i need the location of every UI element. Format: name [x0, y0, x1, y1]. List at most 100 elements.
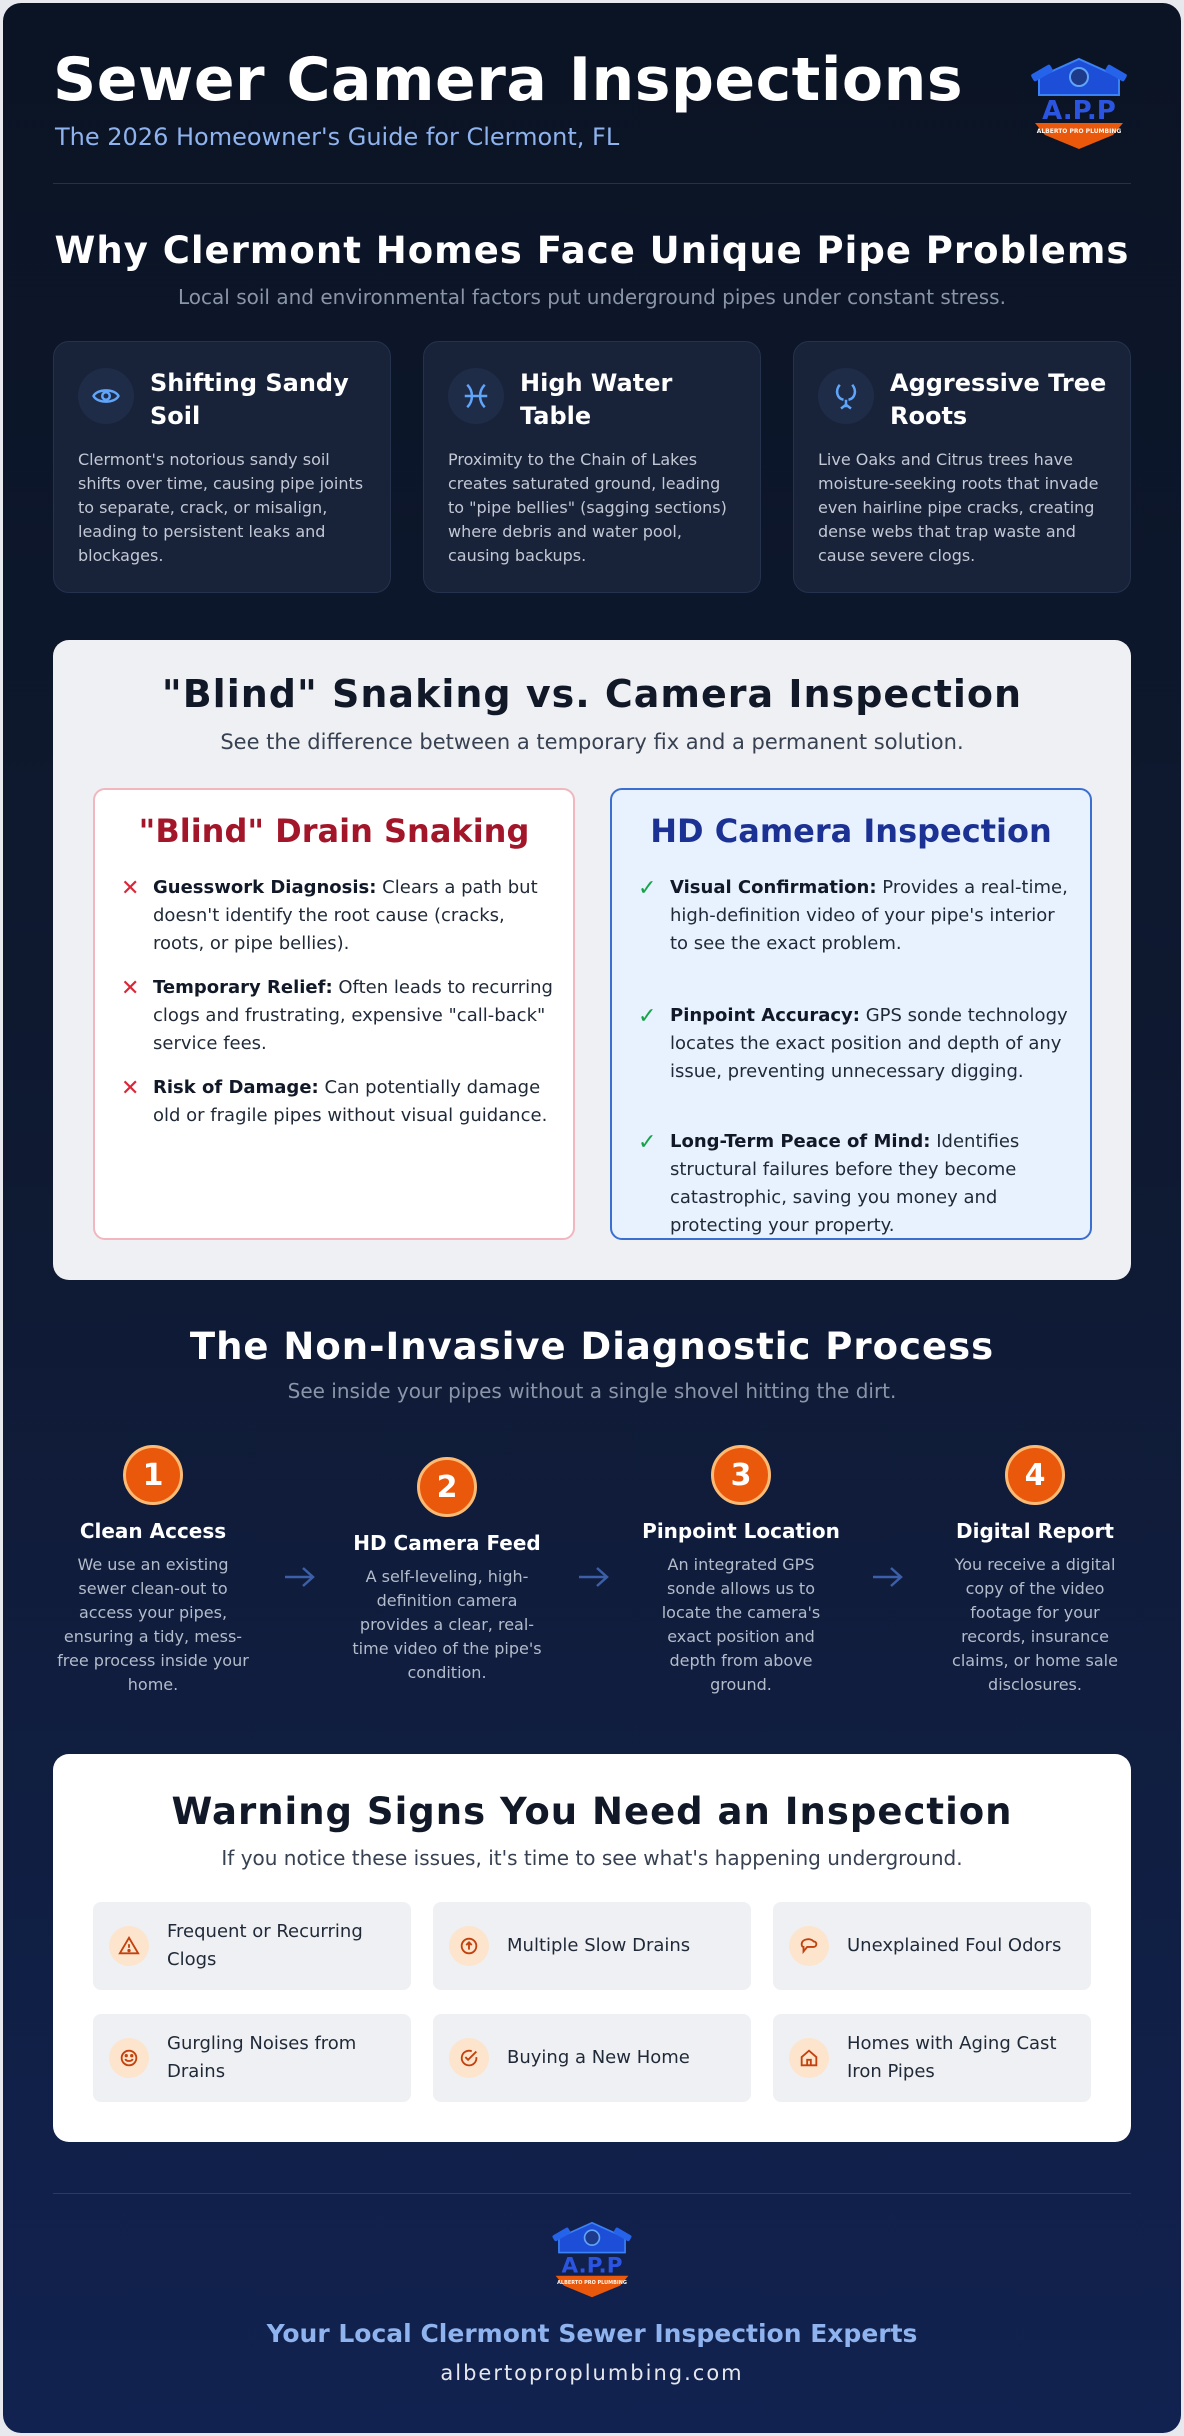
water-level-icon [448, 368, 504, 424]
warning-item: Gurgling Noises from Drains [93, 2014, 411, 2102]
footer-logo-text: A.P.P [562, 2253, 623, 2278]
footer-tagline: Your Local Clermont Sewer Inspection Exp… [266, 2319, 918, 2348]
comparison-panel: "Blind" Snaking vs. Camera Inspection Se… [53, 640, 1131, 1280]
step-number: 1 [123, 1445, 183, 1505]
warning-signs-panel: Warning Signs You Need an Inspection If … [53, 1754, 1131, 2142]
logo-text: A.P.P [1042, 96, 1116, 126]
footer-website-link[interactable]: albertoproplumbing.com [440, 2361, 744, 2385]
camera-inspection-column: HD Camera Inspection ✓ Visual Confirmati… [610, 788, 1092, 1240]
step-title: Digital Report [956, 1519, 1114, 1543]
warning-triangle-icon [109, 1926, 149, 1966]
blind-item-label: Temporary Relief: [153, 977, 333, 998]
blind-snaking-title: "Blind" Drain Snaking [138, 812, 530, 850]
process-step: 4 Digital Report You receive a digital c… [935, 1445, 1135, 1697]
step-title: Pinpoint Location [642, 1519, 840, 1543]
factor-card-tree-roots: Aggressive Tree Roots Live Oaks and Citr… [793, 341, 1131, 593]
step-body: We use an existing sewer clean-out to ac… [57, 1555, 249, 1694]
footer-logo-tagline: ALBERTO PRO PLUMBING [557, 2280, 627, 2286]
factor-card-body: Proximity to the Chain of Lakes creates … [448, 450, 727, 565]
factor-card-title: Aggressive Tree Roots [890, 369, 1107, 430]
page-subtitle: The 2026 Homeowner's Guide for Clermont,… [55, 123, 620, 151]
warning-item: Homes with Aging Cast Iron Pipes [773, 2014, 1091, 2102]
cross-icon: ✕ [121, 1076, 140, 1101]
camera-item: ✓ Visual Confirmation: Provides a real-t… [638, 874, 1070, 958]
warning-item-text: Gurgling Noises from Drains [167, 2033, 357, 2082]
blind-item: ✕ Temporary Relief: Often leads to recur… [121, 974, 553, 1058]
step-title: Clean Access [79, 1519, 227, 1543]
warnings-subheading: If you notice these issues, it's time to… [221, 1846, 963, 1870]
home-icon [789, 2038, 829, 2078]
cross-icon: ✕ [121, 976, 140, 1001]
camera-item-label: Pinpoint Accuracy: [670, 1005, 860, 1026]
process-heading: The Non-Invasive Diagnostic Process [189, 1325, 995, 1368]
blind-item-text: Clears a path but doesn't identify the r… [153, 877, 538, 954]
eye-icon [78, 368, 134, 424]
check-circle-icon [449, 2038, 489, 2078]
blind-item-text: Can potentially damage old or fragile pi… [153, 1077, 548, 1126]
factor-card-body: Clermont's notorious sandy soil shifts o… [78, 450, 364, 565]
factor-card-body: Live Oaks and Citrus trees have moisture… [818, 450, 1099, 565]
warning-item: Unexplained Foul Odors [773, 1902, 1091, 1990]
step-number: 4 [1005, 1445, 1065, 1505]
blind-item-label: Risk of Damage: [153, 1077, 319, 1098]
warning-item-text: Frequent or Recurring Clogs [167, 1921, 363, 1970]
check-icon: ✓ [638, 1130, 657, 1155]
step-body: You receive a digital copy of the video … [952, 1555, 1118, 1694]
footer-logo: A.P.P ALBERTO PRO PLUMBING [552, 2221, 632, 2298]
camera-item-label: Visual Confirmation: [670, 877, 877, 898]
step-body: A self-leveling, high-definition camera … [352, 1567, 542, 1682]
factor-card-water-table: High Water Table Proximity to the Chain … [423, 341, 761, 593]
step-number: 3 [711, 1445, 771, 1505]
factors-heading: Why Clermont Homes Face Unique Pipe Prob… [54, 229, 1130, 272]
process-step: 1 Clean Access We use an existing sewer … [53, 1445, 253, 1697]
warning-item: Buying a New Home [433, 2014, 751, 2102]
warning-item: Frequent or Recurring Clogs [93, 1902, 411, 1990]
step-title: HD Camera Feed [353, 1531, 541, 1555]
warning-item-text: Unexplained Foul Odors [847, 1935, 1062, 1956]
odor-icon [789, 1926, 829, 1966]
camera-item-text: Provides a real-time, high-definition vi… [670, 877, 1068, 954]
camera-item-text: Identifies structural failures before th… [670, 1131, 1020, 1236]
comparison-heading: "Blind" Snaking vs. Camera Inspection [161, 672, 1023, 716]
step-body: An integrated GPS sonde allows us to loc… [661, 1555, 821, 1694]
comparison-subheading: See the difference between a temporary f… [220, 730, 964, 754]
cross-icon: ✕ [121, 876, 140, 901]
blind-item: ✕ Guesswork Diagnosis: Clears a path but… [121, 874, 553, 958]
camera-item: ✓ Long-Term Peace of Mind: Identifies st… [638, 1128, 1070, 1240]
camera-item-text: GPS sonde technology locates the exact p… [670, 1005, 1068, 1082]
arrow-right-icon [579, 1567, 609, 1587]
company-logo: A.P.P ALBERTO PRO PLUMBING [1031, 57, 1127, 149]
factor-card-title: Shifting Sandy Soil [150, 369, 349, 430]
warning-item-text: Multiple Slow Drains [507, 1935, 691, 1956]
check-icon: ✓ [638, 1004, 657, 1029]
blind-snaking-column: "Blind" Drain Snaking ✕ Guesswork Diagno… [93, 788, 575, 1240]
logo-tagline: ALBERTO PRO PLUMBING [1037, 128, 1122, 135]
camera-item: ✓ Pinpoint Accuracy: GPS sonde technolog… [638, 1002, 1070, 1086]
warning-item-text: Buying a New Home [507, 2047, 690, 2068]
warning-item: Multiple Slow Drains [433, 1902, 751, 1990]
blind-item-text: Often leads to recurring clogs and frust… [153, 977, 553, 1054]
header-divider [53, 183, 1131, 184]
warnings-heading: Warning Signs You Need an Inspection [171, 1790, 1013, 1833]
process-subheading: See inside your pipes without a single s… [287, 1379, 897, 1403]
gurgle-icon [109, 2038, 149, 2078]
arrow-right-icon [873, 1567, 903, 1587]
blind-item-label: Guesswork Diagnosis: [153, 877, 377, 898]
infographic: Sewer Camera Inspections The 2026 Homeow… [3, 3, 1181, 2433]
process-step: 3 Pinpoint Location An integrated GPS so… [641, 1445, 841, 1697]
arrow-right-icon [285, 1567, 315, 1587]
page-title: Sewer Camera Inspections [53, 45, 964, 115]
blind-item: ✕ Risk of Damage: Can potentially damage… [121, 1074, 553, 1130]
factor-card-title: High Water Table [520, 369, 673, 430]
factors-subheading: Local soil and environmental factors put… [178, 285, 1006, 309]
process-step: 2 HD Camera Feed A self-leveling, high-d… [347, 1457, 547, 1685]
camera-item-label: Long-Term Peace of Mind: [670, 1131, 931, 1152]
step-number: 2 [417, 1457, 477, 1517]
camera-inspection-title: HD Camera Inspection [650, 812, 1052, 850]
footer-divider [53, 2193, 1131, 2194]
warning-item-text: Homes with Aging Cast Iron Pipes [847, 2033, 1057, 2082]
factor-card-sandy-soil: Shifting Sandy Soil Clermont's notorious… [53, 341, 391, 593]
check-icon: ✓ [638, 876, 657, 901]
slow-drain-icon [449, 1926, 489, 1966]
tree-roots-icon [818, 368, 874, 424]
